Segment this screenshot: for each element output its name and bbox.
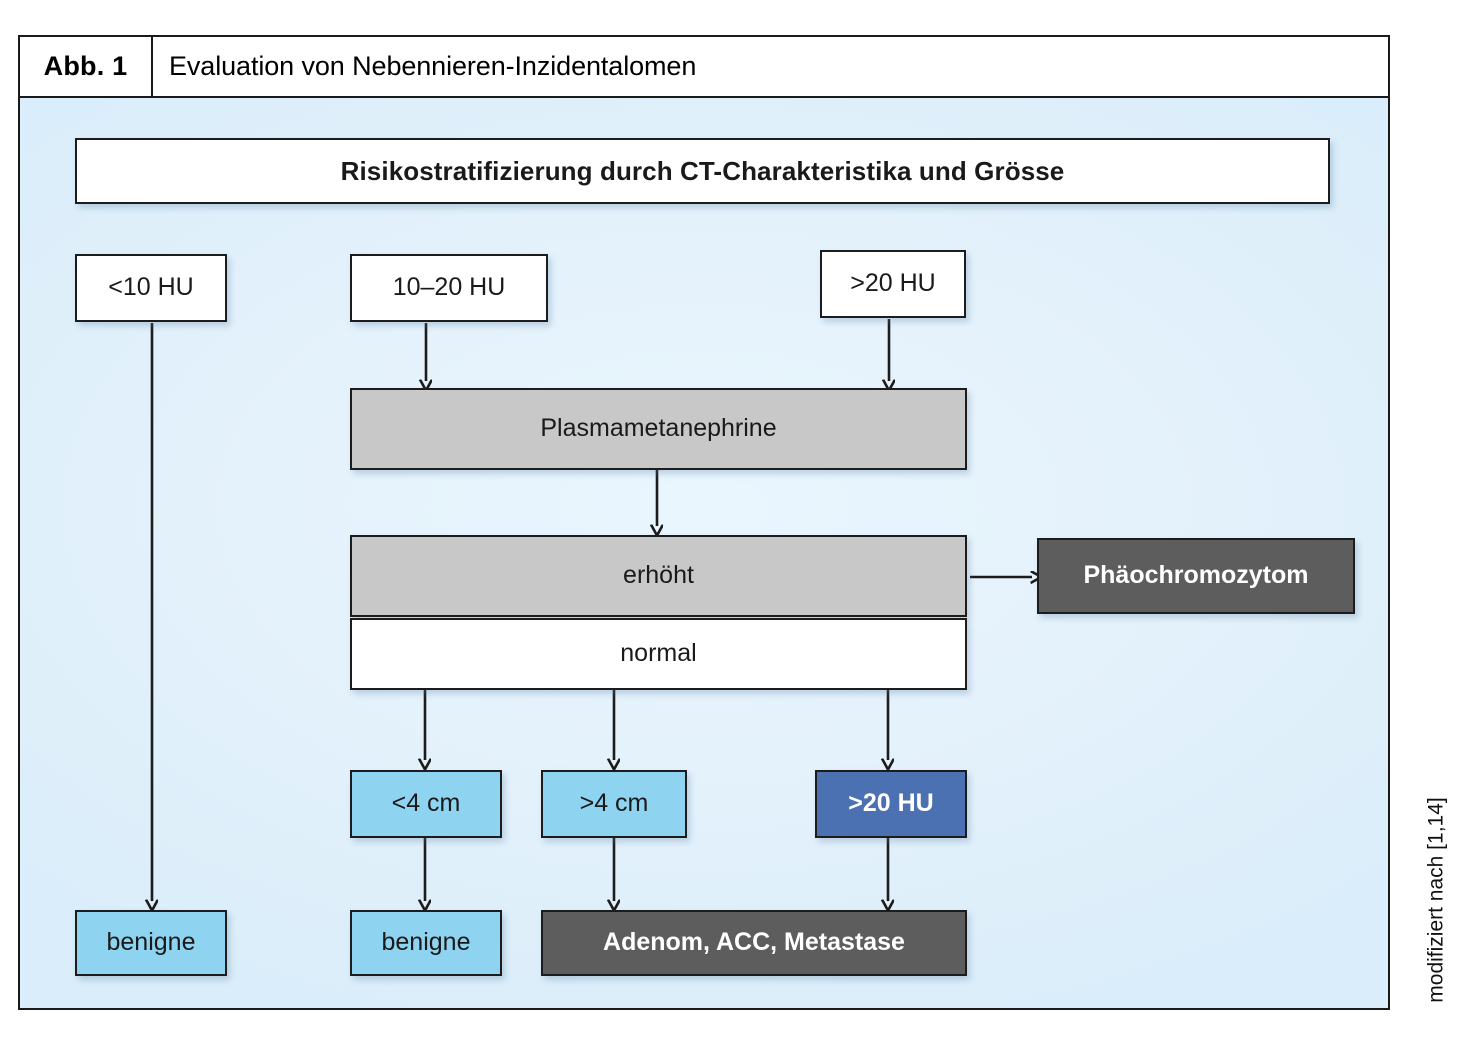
node-size-lt4[interactable]: <4 cm — [350, 770, 502, 838]
node-normal[interactable]: normal — [350, 618, 967, 690]
node-adenom-acc-metastase[interactable]: Adenom, ACC, Metastase — [541, 910, 967, 976]
node-plasmametanephrine[interactable]: Plasmametanephrine — [350, 388, 967, 470]
node-benigne-middle[interactable]: benigne — [350, 910, 502, 976]
node-erhoeht[interactable]: erhöht — [350, 535, 967, 617]
node-risk-stratification-header: Risikostratifizierung durch CT-Charakter… — [75, 138, 1330, 204]
node-benigne-left[interactable]: benigne — [75, 910, 227, 976]
figure-caption-bar: Abb. 1 Evaluation von Nebennieren-Inzide… — [18, 35, 1390, 98]
figure-attribution-text: modifiziert nach [1,14] — [1425, 797, 1448, 1003]
figure-number-label: Abb. 1 — [20, 37, 153, 96]
node-hu-gt20[interactable]: >20 HU — [820, 250, 966, 318]
node-phaeochromozytom[interactable]: Phäochromozytom — [1037, 538, 1355, 614]
flowchart-canvas: Risikostratifizierung durch CT-Charakter… — [20, 98, 1388, 1008]
figure-title: Evaluation von Nebennieren-Inzidentalome… — [169, 51, 697, 81]
node-size-gt4[interactable]: >4 cm — [541, 770, 687, 838]
node-hu-lt10[interactable]: <10 HU — [75, 254, 227, 322]
figure-attribution: modifiziert nach [1,14] — [1421, 760, 1453, 1040]
node-hu-10to20[interactable]: 10–20 HU — [350, 254, 548, 322]
node-hu-gt20-dense[interactable]: >20 HU — [815, 770, 967, 838]
